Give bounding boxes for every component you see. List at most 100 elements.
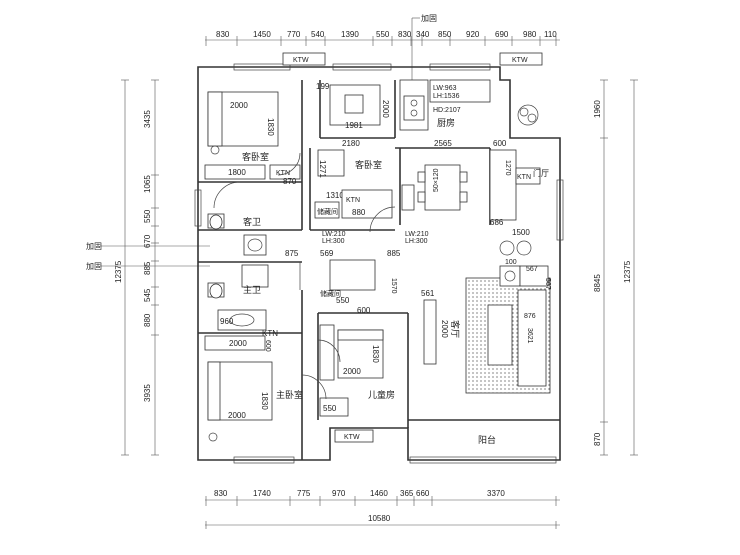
dim-top-6: 830	[398, 30, 412, 39]
guest-bathroom-label: 客卫	[243, 216, 261, 227]
master-bathroom-label: 主卫	[243, 284, 261, 295]
tv-dim: 2000	[440, 320, 449, 338]
dim-600-c: 600	[264, 340, 271, 352]
dim-569: 569	[320, 249, 334, 258]
entrance: 600 1270 KTN 门厅 686 1500	[489, 104, 549, 237]
doors	[213, 152, 396, 400]
walls	[194, 63, 564, 464]
top-dimension-chain: 830 1450 770 540 1390 550 830 340 850 92…	[205, 13, 560, 85]
dim-top-3: 540	[311, 30, 325, 39]
bathrooms: 客卫 主卫 960 875	[207, 213, 299, 331]
dim-top-8: 850	[438, 30, 452, 39]
dim-600: 600	[493, 139, 507, 148]
childrens-room-label: 儿童房	[368, 389, 395, 400]
left-dimension-chain: 3435 1065 550 670 885 545 880 3935 12375…	[86, 79, 210, 456]
dim-bottom-0: 830	[214, 489, 228, 498]
dim-bottom-4: 1460	[370, 489, 388, 498]
right-dimension-chain: 1960 8845 870 12375	[593, 79, 638, 456]
lh-note-1: LH:300	[322, 238, 345, 245]
top-reinforce-label: 加固	[421, 13, 437, 23]
ac-unit-top-left	[282, 52, 326, 66]
dim-bottom-5: 365	[400, 489, 414, 498]
dim-199: 199	[316, 82, 330, 91]
dim-2180: 2180	[342, 139, 360, 148]
dim-left-6: 880	[143, 313, 152, 327]
dim-2565: 2565	[434, 139, 452, 148]
dim-top-4: 1390	[341, 30, 359, 39]
bottom-dimension-chain: 830 1740 775 970 1460 365 660 3370 10580	[205, 489, 560, 529]
dim-top-11: 980	[523, 30, 537, 39]
guest-bedroom-label-1: 客卧室	[242, 151, 269, 162]
dim-876: 876	[524, 313, 536, 320]
bed-width: 2000	[230, 101, 248, 110]
ac-entrance-label: KTN	[517, 174, 531, 181]
master-bed-length: 1830	[260, 392, 269, 410]
dim-600-b: 600	[357, 306, 371, 315]
wardrobe-dim-2: 2000	[229, 339, 247, 348]
master-bed-width: 2000	[228, 411, 246, 420]
dim-top-0: 830	[216, 30, 230, 39]
dim-right-1: 8845	[593, 274, 602, 292]
dim-total-right: 12375	[623, 260, 632, 283]
dim-left-1: 1065	[143, 175, 152, 193]
dim-870-a: 870	[283, 177, 297, 186]
dim-1271: 1271	[318, 160, 327, 178]
kitchen-spec-3: HD:2107	[433, 107, 461, 114]
dim-total-left: 12375	[114, 260, 123, 283]
left-reinforce-label-1: 加固	[86, 241, 102, 251]
dim-2000-b: 2000	[381, 100, 390, 118]
dim-top-7: 340	[416, 30, 430, 39]
hall-label: 门厅	[533, 168, 549, 178]
dim-right-2: 870	[593, 432, 602, 446]
dim-960: 960	[220, 317, 234, 326]
lw-note-2: LW:210	[405, 231, 429, 238]
ac-top-left-label: KTW	[293, 57, 309, 64]
dim-100: 100	[505, 259, 517, 266]
dim-top-1: 1450	[253, 30, 271, 39]
dim-right-0: 1960	[593, 100, 602, 118]
living-room: 561 2000 客厅 3621 876 100 567 567	[421, 240, 551, 394]
storage-label-2: 储藏间	[320, 289, 341, 298]
dim-top-9: 920	[466, 30, 480, 39]
dim-567b: 567	[544, 278, 551, 290]
dim-total-bottom: 10580	[368, 514, 391, 523]
kitchen-spec-1: LW:963	[433, 85, 457, 92]
ac-room-1-label: KTN	[276, 170, 290, 177]
wardrobe-dim-1: 1800	[228, 168, 246, 177]
ktw-label: KTN	[262, 329, 278, 338]
kitchen-spec-2: LH:1536	[433, 93, 460, 100]
dim-bottom-7: 3370	[487, 489, 505, 498]
ac-unit-top-right	[499, 52, 543, 66]
corridor: LW:210 LH:300 LW:210 LH:300 569 885 储藏间 …	[320, 231, 429, 315]
dim-550-a: 550	[336, 296, 350, 305]
guest-bedroom-center: 199 2000 1981 2180 1271 客卧室 1310 储藏间 KTN…	[314, 82, 393, 219]
balcony: 阳台	[478, 434, 496, 445]
master-bedroom-label: 主卧室	[276, 389, 303, 400]
dim-bottom-6: 660	[416, 489, 430, 498]
kitchen-label: 厨房	[437, 117, 455, 128]
dim-left-4: 885	[143, 261, 152, 275]
dim-left-2: 550	[143, 209, 152, 223]
dining-table	[424, 164, 461, 211]
dim-bottom-2: 775	[297, 489, 311, 498]
bed-length: 1830	[266, 118, 275, 136]
dim-left-0: 3435	[143, 110, 152, 128]
living-room-label: 客厅	[450, 320, 461, 338]
dim-bottom-3: 970	[332, 489, 346, 498]
dim-686: 686	[490, 218, 504, 227]
storage-label: 储藏间	[317, 207, 338, 216]
kids-bed-length: 1830	[371, 345, 380, 363]
left-reinforce-label-2: 加固	[86, 261, 102, 271]
tv-cabinet	[423, 299, 437, 365]
sofa	[517, 289, 547, 387]
lw-note-1: LW:210	[322, 231, 346, 238]
dim-top-12: 110	[544, 30, 557, 39]
coffee-table	[487, 304, 513, 366]
dim-1270: 1270	[504, 160, 511, 176]
dim-left-7: 3935	[143, 384, 152, 402]
kitchen: LW:963 LH:1536 HD:2107 厨房 2565 50×120	[399, 79, 491, 211]
kids-bed-width: 2000	[343, 367, 361, 376]
dim-561: 561	[421, 289, 435, 298]
